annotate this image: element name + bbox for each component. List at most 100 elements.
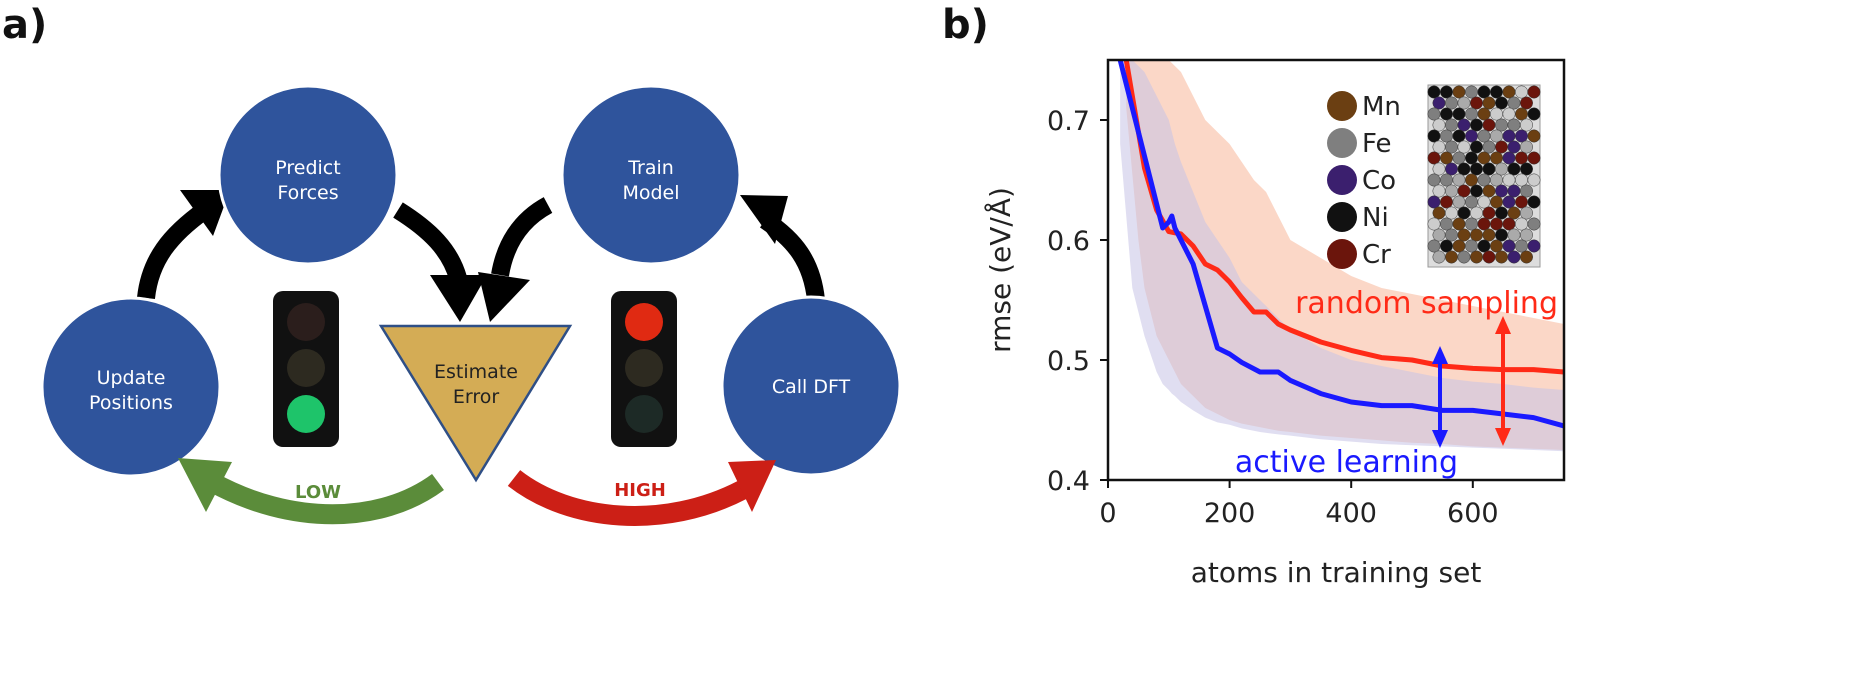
legend-swatch-mn <box>1327 91 1357 121</box>
atom <box>1457 96 1471 110</box>
atom <box>1490 217 1503 231</box>
atom <box>1477 195 1491 209</box>
atom <box>1465 217 1478 231</box>
atom <box>1427 151 1441 165</box>
atom <box>1457 118 1471 132</box>
atom <box>1432 118 1446 132</box>
atom <box>1457 162 1471 176</box>
atom <box>1452 107 1466 121</box>
arrowhead-call-to-train <box>740 195 788 244</box>
atom <box>1452 217 1466 231</box>
atom <box>1452 195 1466 209</box>
atom <box>1495 118 1508 132</box>
atom <box>1482 96 1496 110</box>
estimate-line1: Estimate <box>434 361 518 383</box>
atom <box>1432 228 1446 242</box>
legend-swatch-ni <box>1327 202 1357 232</box>
atom <box>1427 129 1441 143</box>
cycle-arrows <box>137 190 825 322</box>
low-label: LOW <box>295 482 341 503</box>
atom <box>1465 129 1478 143</box>
atom <box>1507 96 1521 110</box>
atom <box>1502 85 1516 99</box>
atom <box>1495 96 1508 110</box>
atom <box>1457 250 1471 264</box>
atom <box>1527 173 1541 187</box>
atom <box>1482 184 1496 198</box>
legend-label-fe: Fe <box>1362 129 1392 159</box>
node-train-line2: Model <box>622 182 679 204</box>
legend-label-cr: Cr <box>1362 240 1391 270</box>
atom <box>1520 96 1533 110</box>
atom <box>1427 195 1441 209</box>
atom <box>1457 228 1471 242</box>
atom <box>1502 195 1516 209</box>
atom <box>1452 85 1466 99</box>
plot-frame <box>1106 58 1566 482</box>
annotation-random-sampling: random sampling <box>1295 286 1558 321</box>
x-tick-label: 600 <box>1447 498 1499 529</box>
blue-gap-arrow <box>1432 346 1448 448</box>
atom <box>1515 239 1528 253</box>
atom <box>1527 239 1541 253</box>
atom <box>1445 184 1458 198</box>
atom <box>1470 228 1483 242</box>
atom <box>1470 184 1483 198</box>
atom <box>1427 173 1441 187</box>
red-gap-arrow <box>1495 316 1511 446</box>
atom <box>1452 151 1466 165</box>
legend-swatch-fe <box>1327 128 1357 158</box>
atom <box>1477 85 1491 99</box>
atom <box>1527 195 1541 209</box>
atom <box>1490 173 1503 187</box>
atom <box>1445 118 1458 132</box>
atom <box>1502 239 1516 253</box>
atom <box>1527 107 1541 121</box>
atom <box>1470 96 1483 110</box>
atom <box>1445 250 1458 264</box>
atom <box>1432 184 1446 198</box>
atom <box>1477 173 1491 187</box>
atom <box>1502 129 1516 143</box>
atom <box>1482 206 1496 220</box>
atom <box>1440 173 1453 187</box>
atom <box>1507 118 1521 132</box>
y-tick-label: 0.5 <box>1047 346 1090 377</box>
y-tick-label: 0.7 <box>1047 106 1090 137</box>
atom <box>1507 184 1521 198</box>
panel-a-label: a) <box>2 2 47 48</box>
node-update-positions: Update Positions <box>40 296 222 478</box>
atom <box>1470 140 1483 154</box>
atom <box>1495 228 1508 242</box>
atom <box>1457 206 1471 220</box>
traffic-light-red <box>611 291 677 447</box>
atom <box>1470 118 1483 132</box>
arrow-predict-to-estimate <box>393 202 467 281</box>
x-axis-title: atoms in training set <box>1191 556 1482 589</box>
traffic-light-green <box>273 291 339 447</box>
atom <box>1515 217 1528 231</box>
atom <box>1452 173 1466 187</box>
line-active-learning <box>1117 60 1564 429</box>
atom <box>1440 217 1453 231</box>
high-label: HIGH <box>614 480 666 501</box>
atom <box>1507 228 1521 242</box>
atom <box>1495 184 1508 198</box>
y-tick-label: 0.4 <box>1047 466 1090 497</box>
legend-label-ni: Ni <box>1362 203 1389 233</box>
atom <box>1507 250 1521 264</box>
atom <box>1507 140 1521 154</box>
atom <box>1427 85 1441 99</box>
estimate-line2: Error <box>453 386 500 408</box>
atom <box>1482 118 1496 132</box>
atom <box>1527 151 1541 165</box>
atom <box>1495 206 1508 220</box>
low-arrow: LOW <box>178 458 444 525</box>
node-predict-forces: Predict Forces <box>217 84 399 266</box>
atom <box>1465 239 1478 253</box>
panel-b-label: b) <box>942 2 989 48</box>
